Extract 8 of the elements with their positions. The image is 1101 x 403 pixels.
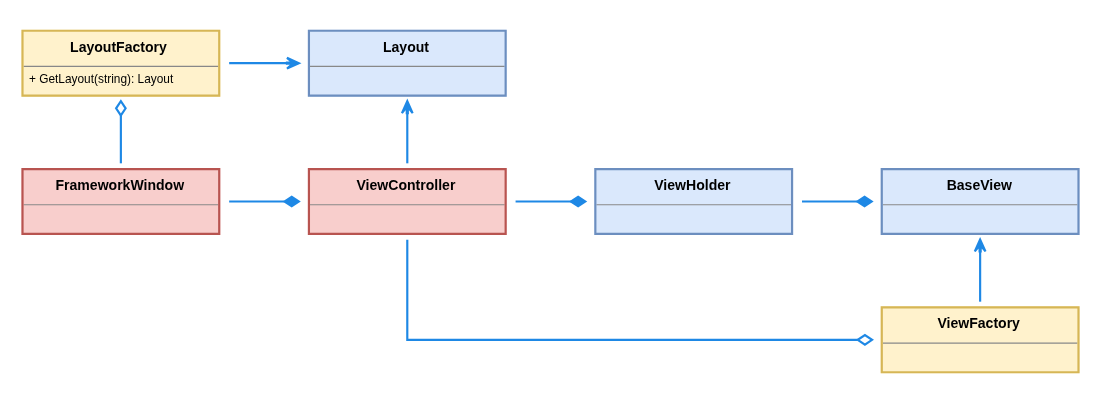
connector [229, 195, 301, 208]
connector [114, 99, 127, 164]
arrow [400, 100, 414, 164]
arrow [973, 238, 987, 302]
arrow [229, 56, 300, 70]
connector [406, 239, 874, 346]
connector [802, 195, 874, 208]
connector [515, 195, 588, 208]
